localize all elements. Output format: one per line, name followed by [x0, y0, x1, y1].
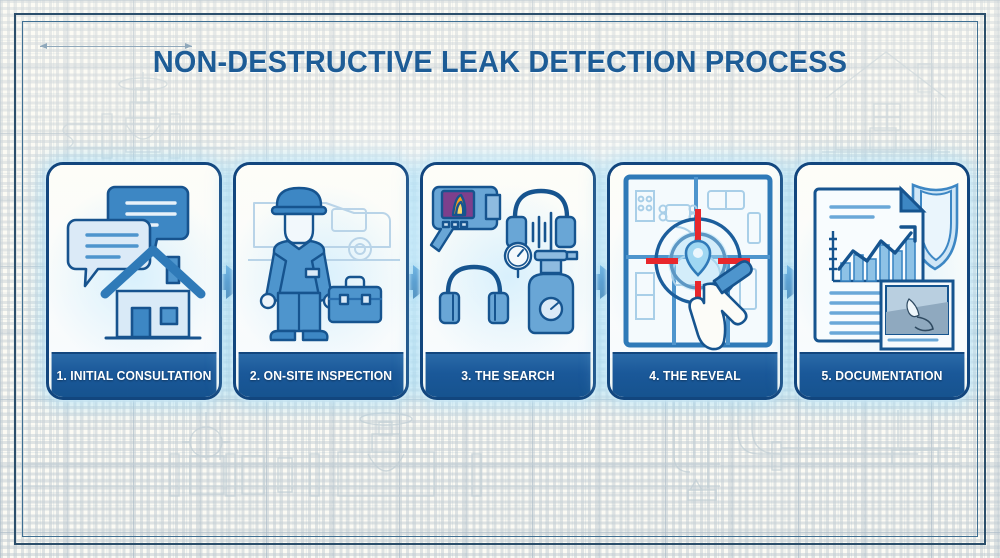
step-card-2-label: 2. ON-SITE INSPECTION — [238, 352, 404, 397]
process-steps-row: 1. INITIAL CONSULTATION — [0, 162, 1000, 400]
poster-frame-inner — [22, 21, 978, 537]
detection-equipment-icon — [423, 165, 593, 358]
floorplan-crosshair-icon — [610, 165, 780, 358]
dimension-arrow-icon — [40, 43, 192, 49]
step-card-3-label: 3. THE SEARCH — [425, 352, 591, 397]
step-card-5[interactable]: 5. DOCUMENTATION — [794, 162, 970, 400]
technician-van-icon — [236, 165, 406, 358]
step-card-1[interactable]: 1. INITIAL CONSULTATION — [46, 162, 222, 400]
step-card-1-label: 1. INITIAL CONSULTATION — [51, 352, 217, 397]
step-card-2[interactable]: 2. ON-SITE INSPECTION — [233, 162, 409, 400]
speech-bubbles-house-icon — [49, 165, 219, 358]
report-document-icon — [797, 165, 967, 358]
poster-frame-outer — [14, 13, 986, 545]
step-card-4-label: 4. THE REVEAL — [612, 352, 778, 397]
step-card-3[interactable]: 3. THE SEARCH — [420, 162, 596, 400]
page-title: NON-DESTRUCTIVE LEAK DETECTION PROCESS — [152, 44, 848, 79]
floorplan-crosshair-icon-card[interactable]: 4. THE REVEAL — [607, 162, 783, 400]
step-card-5-label: 5. DOCUMENTATION — [799, 352, 965, 397]
